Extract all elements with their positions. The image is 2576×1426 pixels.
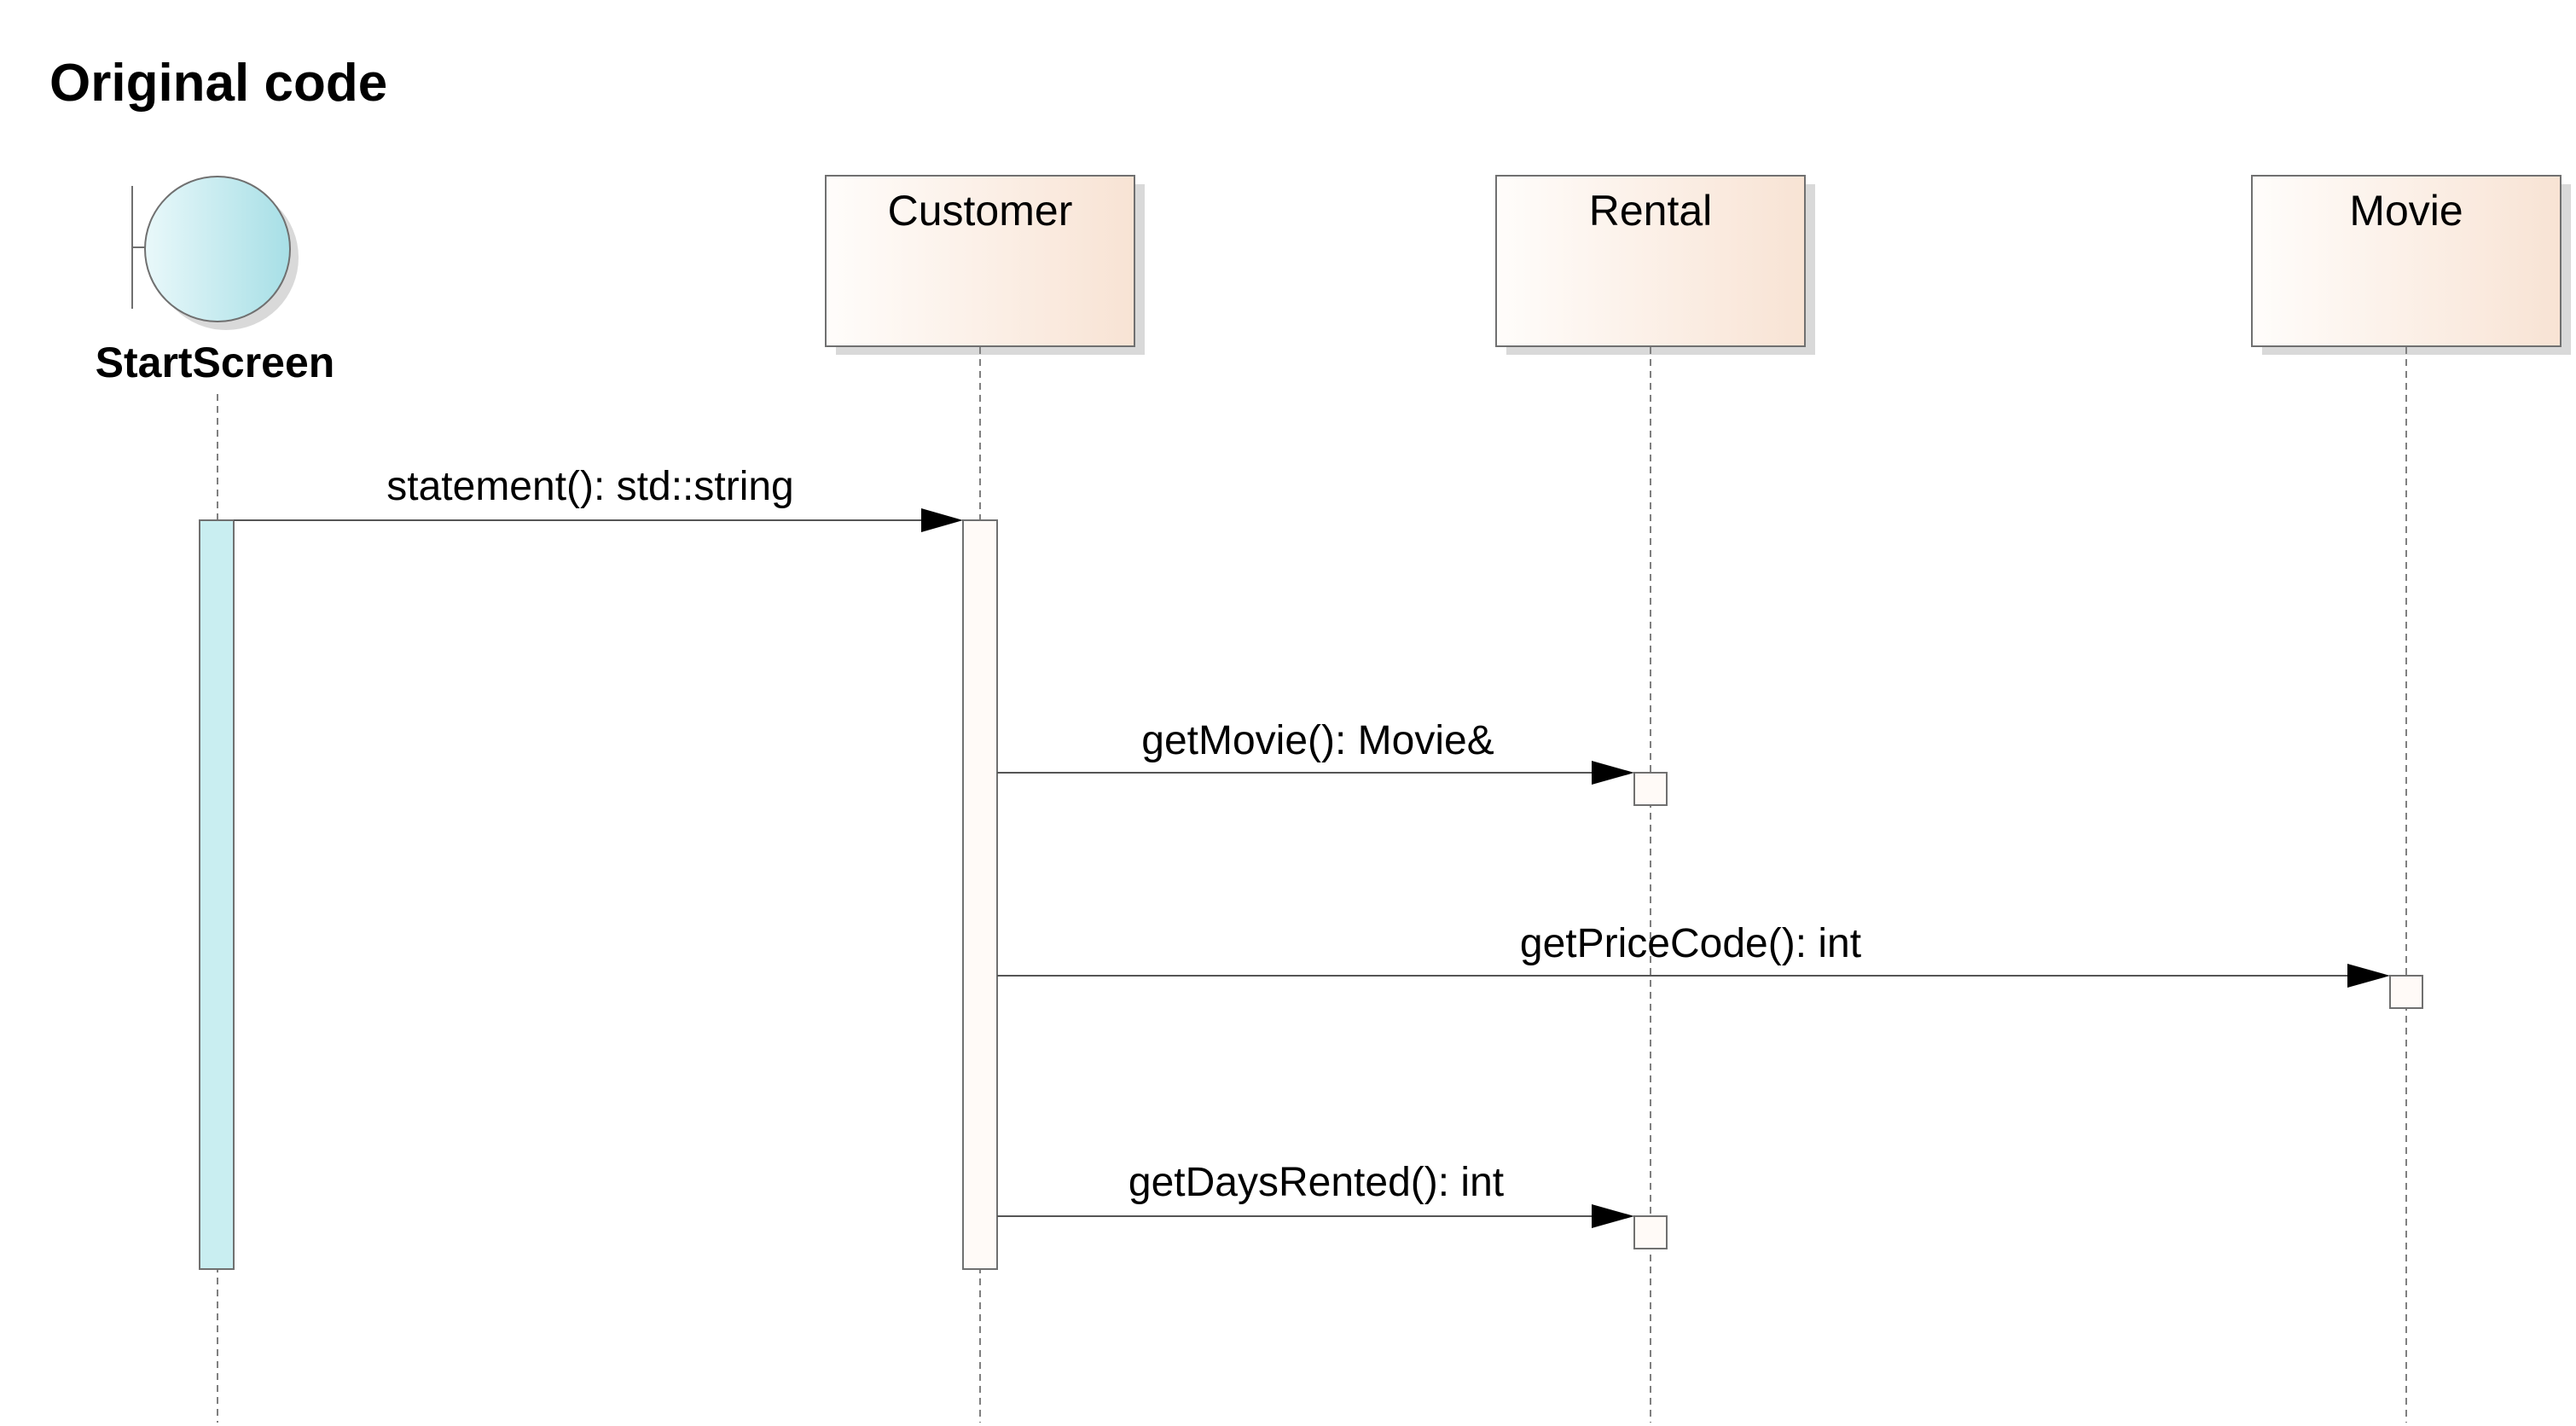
object-box <box>2251 175 2561 347</box>
message-getdaysrented: getDaysRented(): int <box>997 1160 1634 1228</box>
arrow-head-icon <box>1592 761 1634 785</box>
boundary-icon <box>144 176 291 322</box>
lifeline-customer: Customer <box>825 175 1145 1423</box>
lifeline-startscreen: StartScreen <box>96 176 335 1423</box>
boundary-name: StartScreen <box>96 339 335 386</box>
object-box <box>825 175 1135 347</box>
message-label: getPriceCode(): int <box>1520 921 1861 966</box>
message-getmovie: getMovie(): Movie& <box>997 718 1634 785</box>
object-box <box>1495 175 1806 347</box>
activation-bar <box>962 519 998 1270</box>
lifeline-rental: Rental <box>1495 175 1815 1423</box>
lifeline-movie: Movie <box>2251 175 2571 1423</box>
message-statement: statement(): std::string <box>234 464 963 532</box>
message-label: getDaysRented(): int <box>1128 1160 1504 1205</box>
activation-bar <box>1633 1215 1668 1249</box>
arrow-head-icon <box>921 508 963 532</box>
message-label: getMovie(): Movie& <box>1141 718 1494 763</box>
diagram-title: Original code <box>49 54 387 113</box>
message-getpricecode: getPriceCode(): int <box>997 921 2390 988</box>
arrow-head-icon <box>1592 1204 1634 1228</box>
message-label: statement(): std::string <box>386 464 794 509</box>
object-name: Movie <box>2349 187 2463 235</box>
object-name: Customer <box>888 187 1073 235</box>
arrow-head-icon <box>2347 964 2390 988</box>
activation-bar <box>2389 975 2423 1009</box>
activation-bar <box>199 519 235 1270</box>
object-name: Rental <box>1589 187 1713 235</box>
activation-bar <box>1633 772 1668 806</box>
